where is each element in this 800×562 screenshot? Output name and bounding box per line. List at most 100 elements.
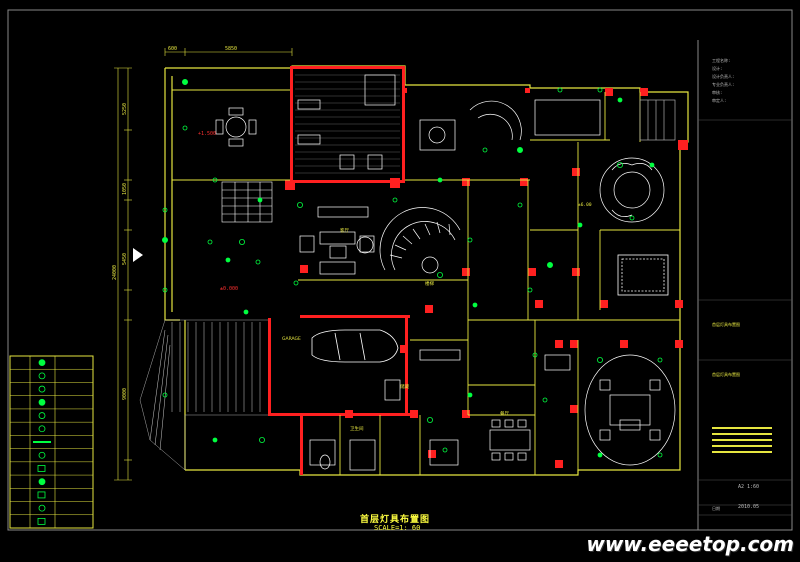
light-fixture-icon	[257, 197, 263, 203]
light-fixture-icon	[532, 352, 538, 358]
tb-line-4: 专业负责人:	[712, 82, 735, 87]
light-fixture-icon	[162, 207, 168, 213]
light-fixture-icon	[296, 201, 303, 208]
legend-symbol-icon	[38, 451, 46, 459]
light-fixture-icon	[212, 437, 218, 443]
car	[311, 329, 399, 363]
interior-walls	[172, 89, 680, 475]
light-fixture-icon	[258, 436, 265, 443]
dim-left-3: 5450	[122, 253, 128, 265]
dim-left-1: 5250	[122, 103, 128, 115]
tb-line-5: 审核:	[712, 90, 723, 95]
light-fixture-icon	[392, 197, 398, 203]
legend-symbol-icon	[38, 372, 46, 380]
tb-line-1: 工程名称:	[712, 58, 731, 63]
entry-arrow-icon	[133, 248, 143, 262]
legend-symbol-icon	[38, 359, 46, 367]
tb-project: 首层灯具布置图	[712, 322, 740, 327]
structural-walls	[268, 66, 688, 475]
legend-symbol-icon	[37, 517, 46, 525]
lounge-round	[599, 157, 665, 223]
dining-table	[489, 419, 531, 461]
legend-symbol-icon	[37, 465, 46, 472]
outer-walls	[164, 65, 689, 476]
light-fixture-icon	[597, 452, 603, 458]
legend-symbol-icon	[38, 385, 46, 393]
dim-left-total: 24000	[112, 265, 118, 280]
legend-symbol-icon	[37, 491, 46, 499]
light-fixture-icon	[577, 222, 583, 228]
light-fixture-icon	[542, 397, 548, 403]
level-label-2: ±0.000	[220, 286, 238, 292]
legend-symbol-icon	[33, 441, 51, 443]
living-room-furniture	[299, 206, 375, 275]
light-fixture-icon	[557, 87, 563, 93]
light-fixture-icon	[629, 215, 635, 221]
drawing-date: 2010.05	[738, 504, 759, 510]
hatched-room	[295, 74, 400, 174]
legend-symbol-icon	[38, 425, 46, 433]
plan-scale: SCALE=1: 60	[374, 524, 421, 532]
pool	[617, 254, 669, 296]
light-fixture-icon	[238, 238, 245, 245]
plan-title: 首层灯具布置图	[360, 515, 431, 525]
light-fixture-icon	[517, 202, 523, 208]
room-label-storage: 储藏	[400, 383, 409, 390]
light-fixture-icon	[617, 97, 623, 103]
stair-top-left	[221, 181, 273, 223]
light-fixture-icon	[467, 392, 473, 398]
watermark: www.eeeetop.com	[586, 532, 794, 556]
light-fixture-icon	[547, 261, 554, 268]
driveway-ramp	[139, 319, 271, 471]
room-label-living: 客厅	[340, 227, 349, 234]
tb-line-6: 审定人:	[712, 98, 727, 103]
light-fixture-icon	[182, 125, 188, 131]
light-fixture-icon	[649, 162, 655, 168]
room-label-dining: 餐厅	[500, 410, 509, 417]
legend-symbol-icon	[38, 398, 46, 406]
symbol-legend	[9, 355, 94, 529]
legend-symbol-icon	[38, 478, 46, 486]
light-fixture-icon	[597, 87, 603, 93]
room-label-stair: 楼梯	[425, 280, 434, 287]
tb-date-label: 日期	[712, 506, 720, 511]
light-fixtures	[161, 79, 663, 458]
spiral-stair	[379, 100, 522, 274]
light-fixture-icon	[657, 452, 663, 458]
light-fixture-icon	[225, 257, 231, 263]
light-fixture-icon	[436, 271, 443, 278]
light-fixture-icon	[657, 357, 663, 363]
bottom-rooms	[309, 349, 571, 471]
light-fixture-icon	[597, 356, 604, 363]
room-label-garage: GARAGE	[282, 336, 301, 342]
dimension-lines	[114, 48, 293, 481]
light-fixture-icon	[181, 79, 188, 86]
light-fixture-icon	[482, 147, 488, 153]
light-fixture-icon	[162, 287, 168, 293]
light-fixture-icon	[243, 309, 249, 315]
legend-symbol-icon	[38, 412, 46, 419]
dim-left-2: 1050	[122, 183, 128, 195]
light-fixture-icon	[467, 237, 473, 243]
light-fixture-icon	[207, 239, 213, 245]
light-fixture-icon	[162, 392, 168, 398]
room-label-wc: 卫生间	[350, 425, 364, 432]
dim-left-4: 9000	[122, 388, 128, 400]
light-fixture-icon	[527, 287, 533, 293]
tb-project-2: 首层灯具布置图	[712, 372, 740, 377]
meeting-room	[584, 354, 676, 466]
light-fixture-icon	[517, 146, 524, 153]
light-fixture-icon	[212, 177, 218, 183]
level-label-3: ±6.00	[578, 202, 592, 208]
sheet-number: A2 1:60	[738, 484, 759, 490]
light-fixture-icon	[161, 236, 168, 243]
round-table-top-left	[215, 107, 257, 147]
sheet-border	[7, 9, 793, 531]
legend-symbol-icon	[38, 504, 46, 512]
level-label-1: +1.500	[198, 131, 216, 137]
dim-top-2: 5850	[225, 46, 237, 52]
light-fixture-icon	[617, 161, 624, 168]
tea-room	[419, 99, 676, 151]
tb-line-2: 设计:	[712, 66, 723, 71]
